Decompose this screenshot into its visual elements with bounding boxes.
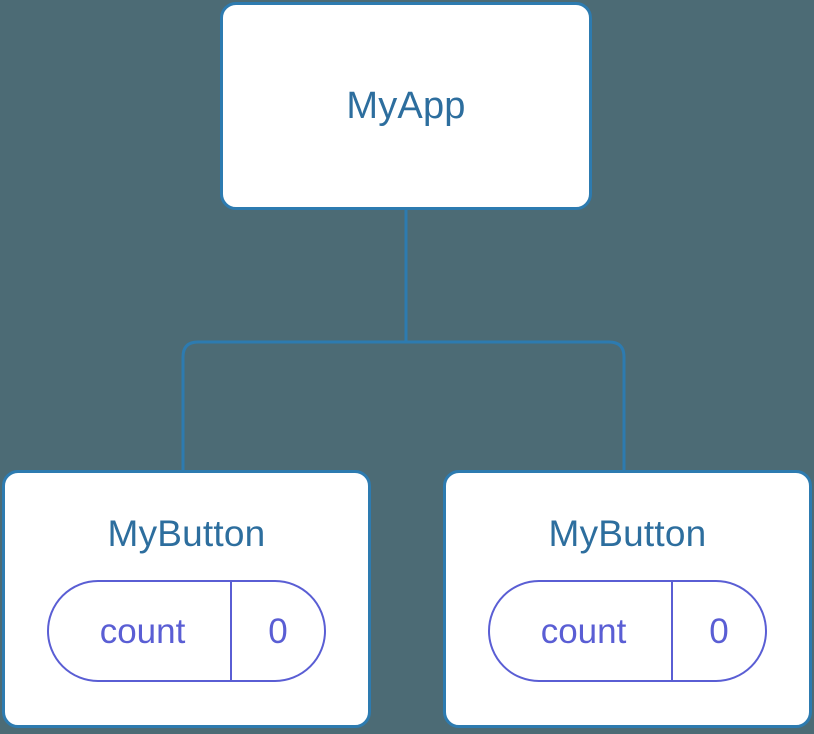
node-label: MyApp xyxy=(346,85,466,127)
state-pill[interactable]: count 0 xyxy=(488,580,767,682)
node-label: MyButton xyxy=(548,513,707,554)
state-pill[interactable]: count 0 xyxy=(47,580,326,682)
state-key: count xyxy=(540,611,627,651)
node-myapp[interactable]: MyApp xyxy=(220,2,592,210)
node-label: MyButton xyxy=(107,513,266,554)
node-mybutton-1[interactable]: MyButton count 0 xyxy=(443,470,812,728)
node-mybutton-0[interactable]: MyButton count 0 xyxy=(2,470,371,728)
state-value: 0 xyxy=(671,582,765,680)
edge-root-to-child-0 xyxy=(181,340,406,472)
edge-root-to-child-1 xyxy=(406,340,626,472)
state-value: 0 xyxy=(230,582,324,680)
state-key: count xyxy=(99,611,186,651)
